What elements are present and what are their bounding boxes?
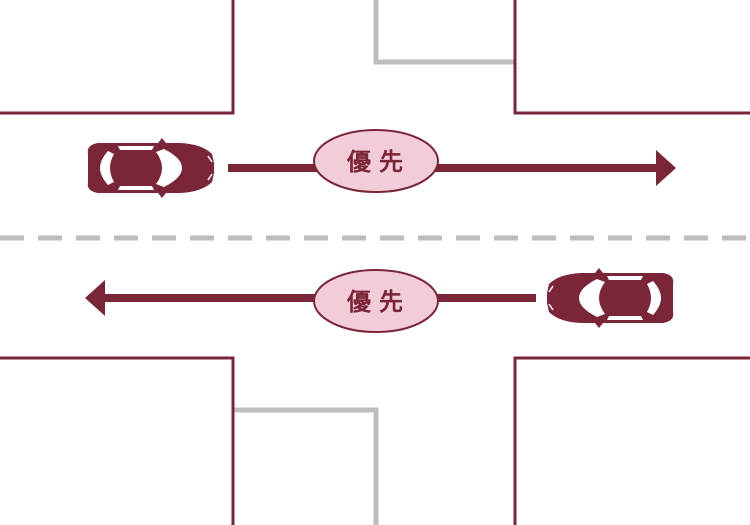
corner-top-right [513,0,750,115]
side-road-bottom [234,407,379,525]
car-top-view-icon [86,137,215,199]
priority-badge-label: 優先 [346,288,411,316]
priority-badge: 優先 [313,269,439,333]
priority-badge: 優先 [313,129,439,193]
corner-bottom-right [513,356,750,525]
arrow-right-icon [228,150,676,186]
arrow-left-icon [85,280,536,316]
priority-badge-label: 優先 [346,148,411,176]
side-road-top [373,0,515,65]
corner-top-left [0,0,235,115]
car-top-view-icon [546,267,675,329]
corner-bottom-left [0,356,235,525]
